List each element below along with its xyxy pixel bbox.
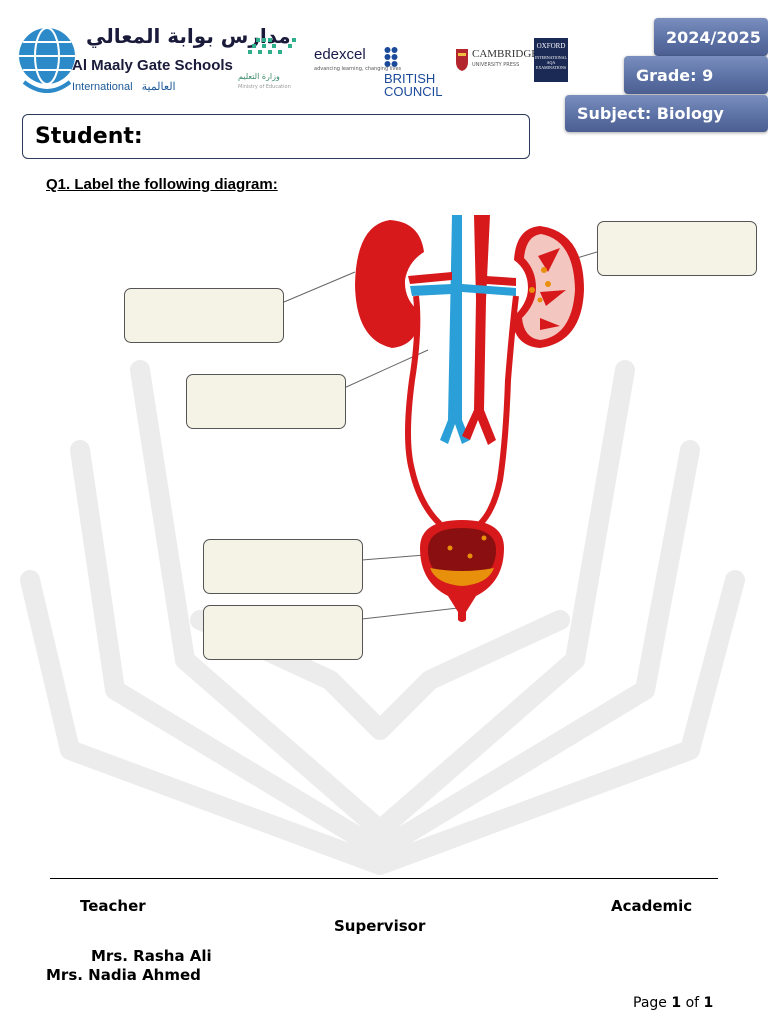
ureter-left	[405, 295, 443, 527]
supervisor-label: Supervisor	[334, 917, 426, 935]
signature-line	[50, 878, 718, 879]
page-of: of	[685, 995, 700, 1011]
british-council-line2: COUNCIL	[384, 84, 443, 99]
school-international-ar: العالمية	[141, 81, 176, 93]
subject-badge: Subject: Biology	[565, 95, 768, 132]
pointer-line-kidney	[283, 271, 356, 303]
blood-vessels	[408, 215, 516, 445]
oxford-tagline: INTERNATIONAL AQA EXAMINATIONS	[535, 55, 567, 70]
renal-artery-right	[486, 276, 516, 286]
page-total: 1	[703, 995, 714, 1011]
cambridge-shield-icon	[456, 49, 468, 71]
page-number: Page 1 of 1	[633, 995, 713, 1011]
teacher-label: Teacher	[80, 897, 146, 915]
supervisor-name: Mrs. Nadia Ahmed	[46, 966, 201, 984]
teacher-name: Mrs. Rasha Ali	[91, 947, 212, 965]
school-name-english: Al Maaly Gate Schools	[72, 57, 233, 74]
label-box-urethra[interactable]	[203, 605, 363, 660]
page-current: 1	[671, 995, 682, 1011]
page-prefix: Page	[633, 995, 667, 1011]
label-box-kidney[interactable]	[124, 288, 284, 343]
academic-year-badge: 2024/2025	[654, 18, 768, 56]
renal-artery-left	[408, 272, 452, 284]
oxford-logo: OXFORD INTERNATIONAL AQA EXAMINATIONS	[534, 38, 568, 82]
pointer-line-urethra	[361, 607, 459, 620]
kidney-left	[355, 220, 424, 348]
student-label: Student:	[35, 124, 143, 149]
moe-name-arabic: وزارة التعليم	[238, 72, 280, 81]
school-globe-logo	[19, 27, 75, 93]
moe-emblem-icon	[248, 38, 296, 54]
cambridge-logo: CAMBRIDGE	[472, 48, 539, 60]
renal-vein-left	[410, 284, 452, 296]
label-box-ureter[interactable]	[186, 374, 346, 429]
edexcel-tagline: advancing learning, changing lives	[314, 66, 402, 72]
school-name-arabic: مدارس بوابة المعالي	[86, 24, 291, 48]
ministry-education-logo: وزارة التعليم Ministry of Education	[232, 34, 302, 92]
moe-name-english: Ministry of Education	[238, 84, 291, 90]
watermark-logo	[20, 360, 745, 875]
british-council-line1: BRITISH	[384, 71, 436, 86]
renal-vein-right	[462, 284, 516, 296]
aorta	[462, 215, 496, 445]
school-international: International العالمية	[72, 80, 176, 93]
school-international-en: International	[72, 81, 133, 93]
oxford-name: OXFORD	[536, 42, 566, 50]
urethra	[458, 610, 466, 622]
british-council-dots-icon	[384, 47, 398, 67]
student-name-field[interactable]: Student:	[22, 114, 530, 159]
grade-badge: Grade: 9	[624, 56, 768, 94]
bladder	[420, 520, 504, 612]
kidney-right-section	[512, 226, 584, 348]
vena-cava	[440, 215, 470, 444]
ureter-right	[477, 295, 519, 527]
label-box-bladder[interactable]	[203, 539, 363, 594]
british-council-logo: BRITISH COUNCIL	[384, 46, 443, 98]
academic-label: Academic	[611, 897, 693, 915]
question-text: Q1. Label the following diagram:	[46, 176, 278, 193]
label-box-kidney-section[interactable]	[597, 221, 757, 276]
edexcel-logo: edexcel	[314, 46, 366, 63]
cambridge-tagline: UNIVERSITY PRESS	[472, 62, 520, 68]
